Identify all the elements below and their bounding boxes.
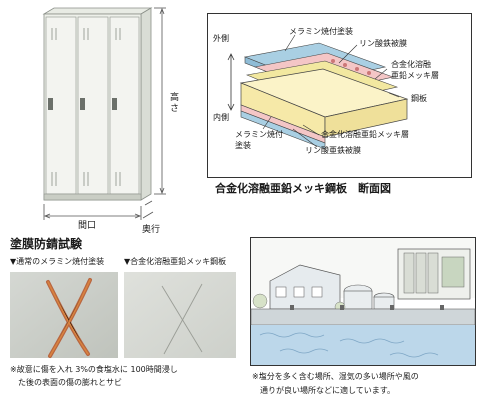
depth-label: 奥行 (142, 225, 161, 235)
inner-label: 内側 (213, 113, 229, 122)
melamine-bottom-label-2: 塗装 (235, 141, 251, 150)
test-samples (10, 272, 236, 358)
zinc-top-label-2: 亜鉛メッキ層 (391, 71, 439, 80)
phosphate-top-label: リン酸鉄被膜 (359, 39, 407, 48)
outer-label: 外側 (213, 34, 229, 43)
rust-test-caption-1: ※故意に傷を入れ 3%の食塩水に 100時間浸し (10, 365, 178, 374)
melamine-bottom-label-1: メラミン焼付 (235, 130, 283, 139)
zinc-top-label-1: 合金化溶融 (391, 60, 431, 69)
cross-section-frame (207, 13, 472, 178)
height-label: 高さ (168, 92, 178, 114)
melamine-top-label: メラミン焼付塗装 (289, 27, 353, 36)
galvannealed-label: ▼合金化溶融亜鉛メッキ鋼板 (124, 257, 227, 266)
width-label: 間口 (78, 221, 97, 231)
cross-section-diagram: 外側 内側 メラミン焼付塗装 リン酸鉄被膜 合金化溶融 亜鉛メッキ層 鋼板 メラ… (207, 13, 472, 199)
scene-caption-2: 通りが良い場所などに適しています。 (260, 386, 395, 395)
zinc-bottom-label: 合金化溶融亜鉛メッキ層 (321, 130, 409, 139)
harbor-illustration (250, 237, 476, 366)
rust-test-title: 塗膜防錆試験 (10, 237, 83, 251)
rust-test-caption-2: た後の表面の傷の膨れとサビ (18, 378, 122, 387)
steel-label: 鋼板 (411, 94, 427, 103)
rust-test-section: 塗膜防錆試験 ▼通常のメラミン焼付塗装 ▼合金化溶融亜鉛メッキ鋼板 ※故意に傷を (4, 238, 240, 402)
locker-illustration (42, 7, 166, 220)
locker-diagram: 高さ 間口 奥行 (0, 0, 200, 240)
cross-section-title: 合金化溶融亜鉛メッキ鋼板 断面図 (215, 182, 391, 195)
normal-coating-label: ▼通常のメラミン焼付塗装 (10, 257, 105, 266)
harbor-scene: ※塩分を多く含む場所、湿気の多い場所や風の 通りが良い場所などに適しています。 (250, 237, 476, 402)
phosphate-bottom-label: リン酸亜鉄被膜 (305, 146, 361, 155)
scene-caption-1: ※塩分を多く含む場所、湿気の多い場所や風の (252, 372, 419, 381)
